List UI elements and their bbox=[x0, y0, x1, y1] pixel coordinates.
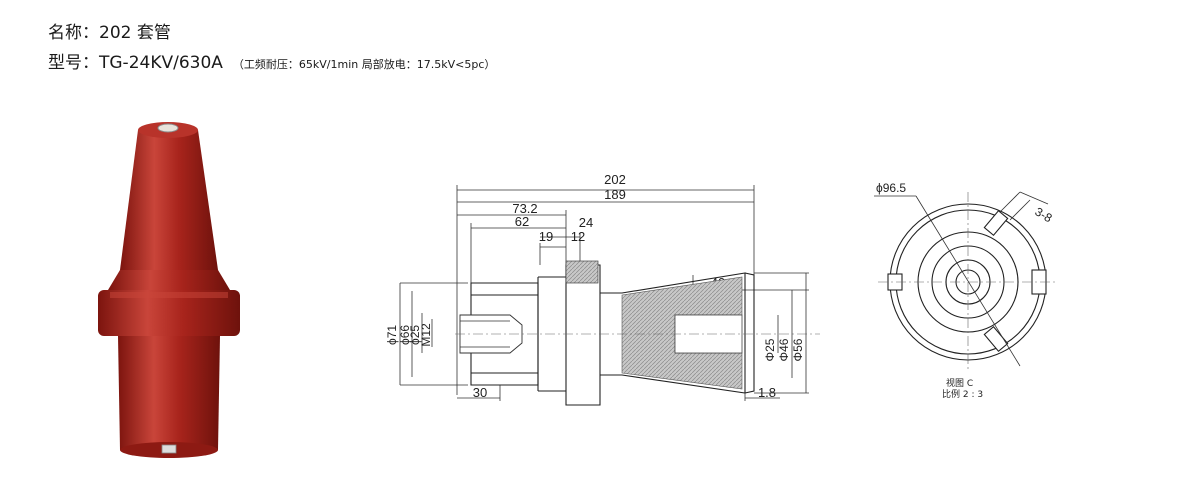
dim-phi46: Φ46 bbox=[777, 338, 791, 361]
view-c-slot: 3-8 bbox=[1033, 204, 1055, 225]
bottom-insert bbox=[161, 444, 177, 454]
dim-phi56: Φ56 bbox=[791, 338, 805, 361]
spec-note: （工频耐压：65kV/1min 局部放电：17.5kV<5pc） bbox=[232, 58, 496, 71]
product-model: 型号：TG-24KV/630A bbox=[48, 53, 223, 73]
side-view-drawing: 202 189 73.2 62 24 19 12 40 ϕ71 ϕ66 ϕ25 … bbox=[385, 172, 820, 406]
dim-phi25-right: Φ25 bbox=[763, 338, 777, 361]
dim-phi25-left: ϕ25 bbox=[408, 325, 422, 345]
dim-12: 12 bbox=[571, 229, 585, 244]
dim-62: 62 bbox=[515, 214, 529, 229]
product-name: 名称：202 套管 bbox=[48, 23, 171, 43]
product-model-line: 型号：TG-24KV/630A （工频耐压：65kV/1min 局部放电：17.5… bbox=[48, 48, 495, 73]
dim-m12: M12 bbox=[419, 323, 433, 347]
dim-30: 30 bbox=[473, 385, 487, 400]
dim-total-length: 202 bbox=[604, 172, 626, 187]
view-c-caption: 视图 C bbox=[946, 377, 973, 389]
dim-phi71: ϕ71 bbox=[385, 325, 399, 345]
view-c-scale: 比例 2 : 3 bbox=[942, 388, 983, 400]
dim-1-8: 1.8 bbox=[758, 385, 776, 400]
view-c-drawing: ϕ96.5 3-8 视图 C 比例 2 : 3 bbox=[874, 181, 1058, 400]
dim-24: 24 bbox=[579, 215, 593, 230]
flange bbox=[98, 290, 240, 336]
bushing-photo bbox=[98, 122, 240, 458]
lower-body bbox=[118, 336, 220, 456]
dim-73-2: 73.2 bbox=[512, 201, 537, 216]
dim-phi66: ϕ66 bbox=[398, 325, 412, 345]
view-c-diameter: ϕ96.5 bbox=[876, 181, 906, 195]
shoulder bbox=[108, 270, 230, 290]
cone-body bbox=[120, 130, 218, 270]
dim-19: 19 bbox=[539, 229, 553, 244]
terminal-insert bbox=[157, 123, 179, 133]
dim-body-length: 189 bbox=[604, 187, 626, 202]
